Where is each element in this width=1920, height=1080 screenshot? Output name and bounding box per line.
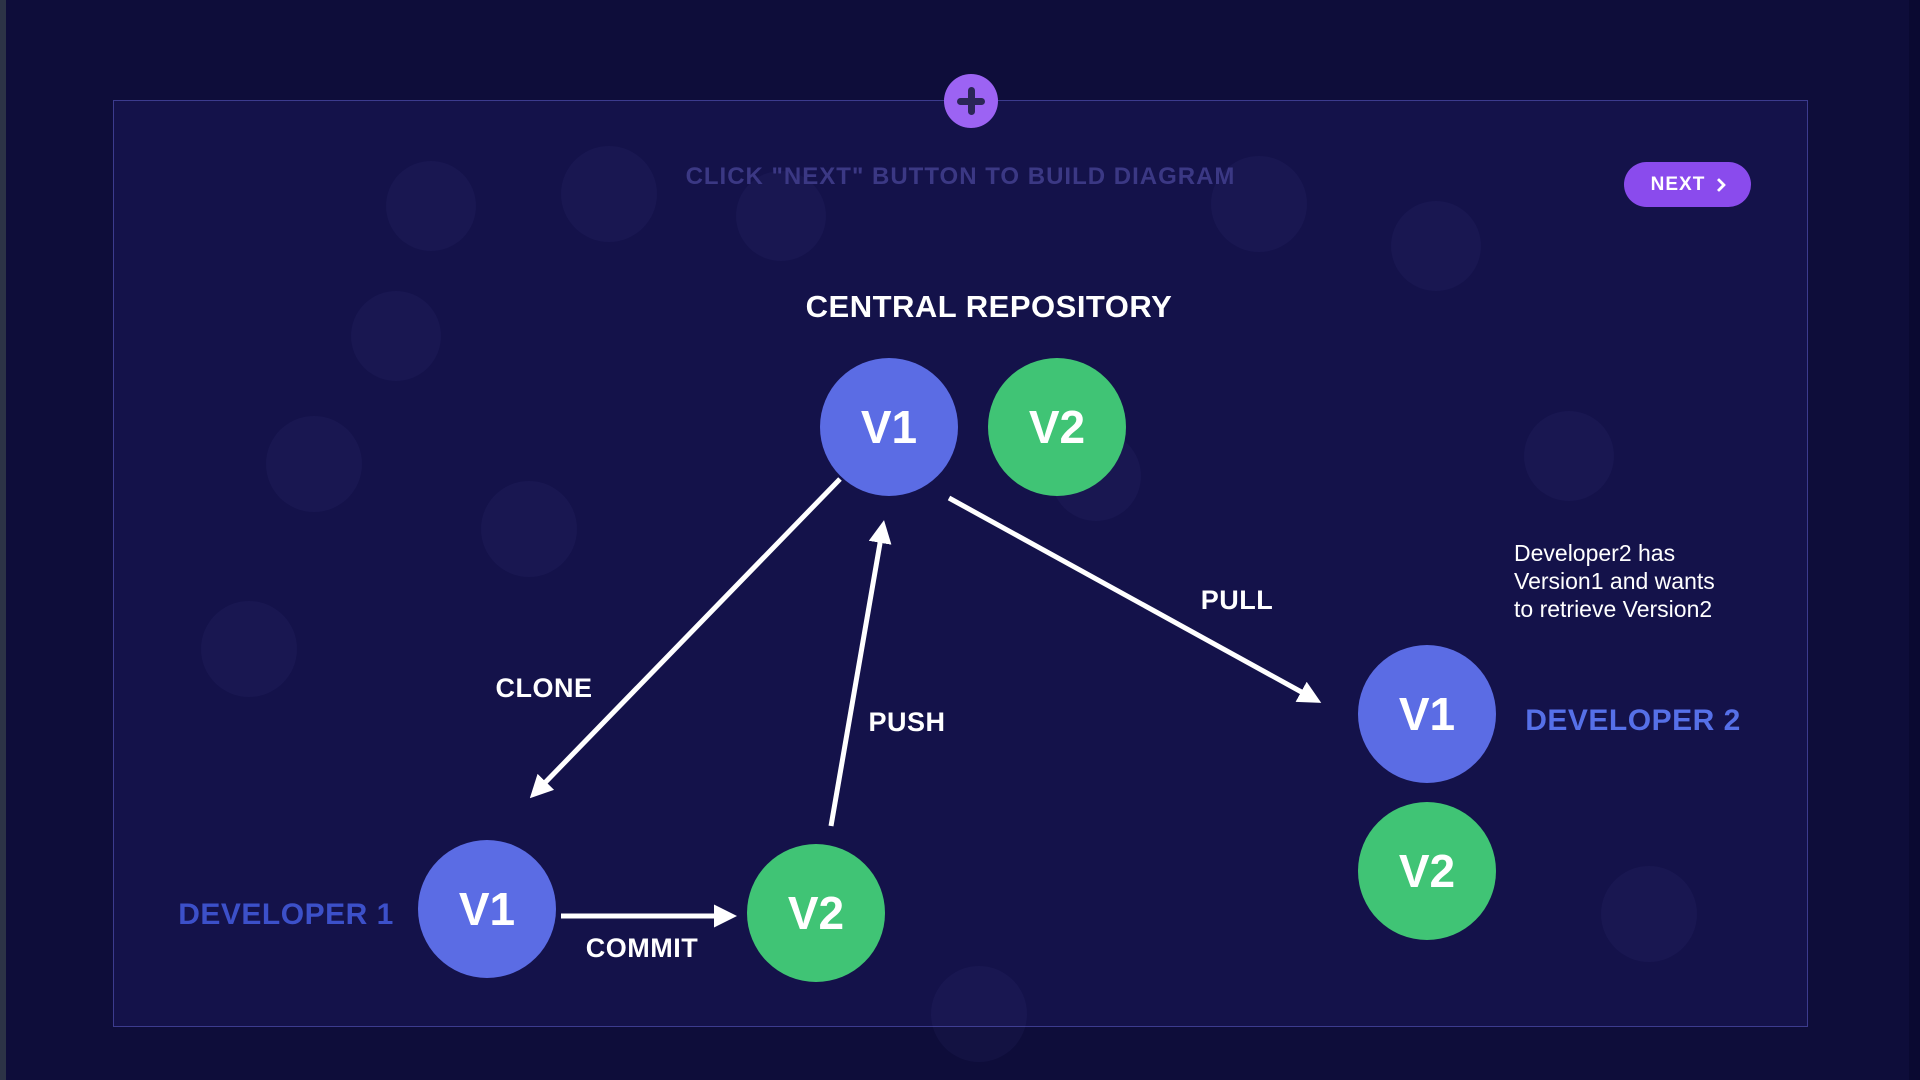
- commit-label: COMMIT: [585, 933, 699, 963]
- developer1-v1-node: V1: [418, 840, 556, 978]
- diagram-canvas: CLICK "NEXT" BUTTON TO BUILD DIAGRAM NEX…: [113, 74, 1808, 1062]
- ghost-node: [201, 601, 297, 697]
- ghost-node: [1524, 411, 1614, 501]
- build-instruction-text: CLICK "NEXT" BUTTON TO BUILD DIAGRAM: [685, 163, 1236, 190]
- central-repo-v2-node: V2: [988, 358, 1126, 496]
- ghost-node: [736, 171, 826, 261]
- plus-icon: [968, 87, 975, 115]
- ghost-node: [1211, 156, 1307, 252]
- ghost-node: [1601, 866, 1697, 962]
- ghost-node: [481, 481, 577, 577]
- central-repository-title: CENTRAL REPOSITORY: [805, 289, 1173, 324]
- clone-arrow: [529, 477, 842, 799]
- ghost-node: [931, 966, 1027, 1062]
- central-repo-v1-node: V1: [820, 358, 958, 496]
- pull-arrow: [947, 495, 1322, 703]
- window-left-edge: [0, 0, 6, 1080]
- chevron-right-icon: [1712, 177, 1727, 193]
- next-button-label: NEXT: [1650, 173, 1706, 195]
- ghost-node: [351, 291, 441, 381]
- workflow-arrows: [529, 477, 1322, 928]
- next-button[interactable]: NEXT: [1624, 162, 1751, 207]
- ghost-node: [266, 416, 362, 512]
- annotation-line: Version1 and wants: [1514, 568, 1715, 594]
- clone-label: CLONE: [495, 673, 593, 703]
- developer2-v2-node: V2: [1358, 802, 1496, 940]
- developer2-v1-node: V1: [1358, 645, 1496, 783]
- annotation-line: Developer2 has: [1514, 540, 1676, 566]
- developer2-annotation: Developer2 has Version1 and wants to ret…: [1514, 539, 1814, 623]
- annotation-line: to retrieve Version2: [1514, 596, 1713, 622]
- developer1-v2-node: V2: [747, 844, 885, 982]
- pull-label: PULL: [1200, 585, 1274, 615]
- ghost-node: [561, 146, 657, 242]
- add-step-button[interactable]: [944, 74, 998, 128]
- developer1-label: DEVELOPER 1: [178, 898, 394, 931]
- ghost-node: [1391, 201, 1481, 291]
- window-right-edge: [1909, 0, 1920, 1080]
- push-arrow: [828, 520, 892, 827]
- developer2-label: DEVELOPER 2: [1525, 704, 1741, 737]
- ghost-node: [386, 161, 476, 251]
- push-label: PUSH: [868, 707, 946, 737]
